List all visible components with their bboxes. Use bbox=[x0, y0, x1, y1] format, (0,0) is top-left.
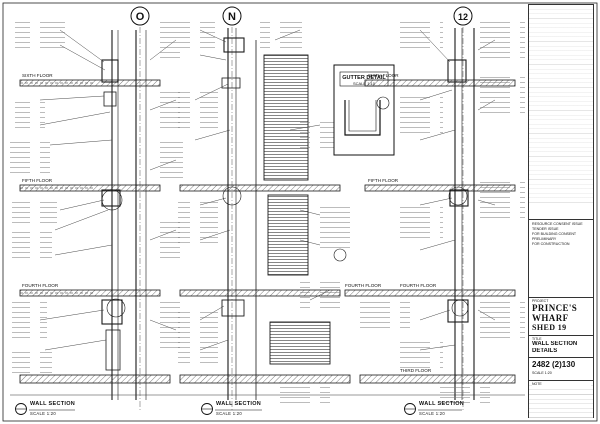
detail-title-middle bbox=[201, 403, 262, 415]
project-block: PROJECT PRINCE'S WHARF SHED 19 bbox=[529, 297, 593, 332]
project-name-3: SHED 19 bbox=[532, 323, 567, 332]
title-block: RESOURCE CONSENT ISSUE TENDER ISSUE FOR … bbox=[528, 4, 594, 419]
left-notes bbox=[10, 22, 183, 375]
detail-title-left-text: WALL SECTION bbox=[30, 401, 76, 407]
floor-labels: SIXTH FLOOR SIXTH FLOOR FIFTH FLOOR FIFT… bbox=[22, 73, 437, 373]
gutter-detail-scale: SCALE 1:10 bbox=[353, 81, 376, 86]
sixth-floor-right: SIXTH FLOOR bbox=[368, 73, 399, 78]
detail-scale-right-text: SCALE 1:20 bbox=[419, 411, 446, 416]
detail-title-right-text: WALL SECTION bbox=[419, 401, 465, 407]
middle-notes bbox=[178, 22, 358, 405]
project-label: PROJECT bbox=[532, 299, 549, 303]
revision-row: PRELIMINARY bbox=[532, 237, 557, 241]
revision-row: FOR CONSTRUCTION bbox=[532, 242, 570, 246]
fourth-floor-mid: FOURTH FLOOR bbox=[345, 283, 382, 288]
fifth-floor-right: FIFTH FLOOR bbox=[368, 178, 399, 183]
fourth-floor-left: FOURTH FLOOR bbox=[22, 283, 59, 288]
drawing-title-1: WALL SECTION bbox=[532, 341, 578, 347]
notes-label: NOTE bbox=[532, 382, 591, 386]
third-floor-right: THIRD FLOOR bbox=[400, 368, 432, 373]
middle-section-drawing bbox=[179, 28, 351, 400]
drawing-title-2: DETAILS bbox=[532, 348, 558, 354]
right-notes bbox=[360, 22, 525, 407]
fourth-floor-right: FOURTH FLOOR bbox=[400, 283, 437, 288]
revision-table: RESOURCE CONSENT ISSUE TENDER ISSUE FOR … bbox=[529, 219, 593, 246]
sixth-floor-left: SIXTH FLOOR bbox=[22, 73, 53, 78]
right-section-drawing bbox=[344, 28, 516, 400]
drawing-number: 2482 (2)130 bbox=[532, 360, 576, 369]
drawing-title-block: TITLE WALL SECTION DETAILS bbox=[529, 335, 593, 354]
gridline-12-label: 12 bbox=[458, 12, 468, 22]
revision-row: TENDER ISSUE bbox=[532, 227, 559, 231]
gridline-o-label: O bbox=[136, 11, 145, 23]
drawing-number-block: 2482 (2)130 SCALE 1:20 bbox=[529, 357, 593, 375]
revision-row: FOR BUILDING CONSENT bbox=[532, 232, 577, 236]
gridline-o: O bbox=[130, 6, 150, 410]
project-name-1: PRINCE'S bbox=[532, 303, 578, 313]
left-section-drawing bbox=[19, 29, 177, 400]
title-block-notes-area bbox=[529, 5, 593, 205]
title-block-footer: NOTE bbox=[529, 380, 593, 419]
title-block-scale: SCALE 1:20 bbox=[532, 371, 552, 375]
detail-scale-left-text: SCALE 1:20 bbox=[30, 411, 57, 416]
project-name-2: WHARF bbox=[532, 313, 569, 323]
gutter-detail: GUTTER DETAIL SCALE 1:10 bbox=[333, 64, 395, 156]
title-label: TITLE bbox=[532, 337, 542, 341]
revision-row: RESOURCE CONSENT ISSUE bbox=[532, 222, 583, 226]
fifth-floor-left: FIFTH FLOOR bbox=[22, 178, 53, 183]
gridline-n: N bbox=[222, 6, 242, 410]
detail-title-left bbox=[15, 403, 75, 415]
gutter-detail-title: GUTTER DETAIL bbox=[342, 75, 386, 81]
detail-scale-middle-text: SCALE 1:20 bbox=[216, 411, 243, 416]
gridline-12: 12 bbox=[453, 6, 473, 410]
gridline-n-label: N bbox=[228, 11, 236, 23]
detail-title-right bbox=[404, 403, 462, 415]
detail-title-middle-text: WALL SECTION bbox=[216, 401, 262, 407]
